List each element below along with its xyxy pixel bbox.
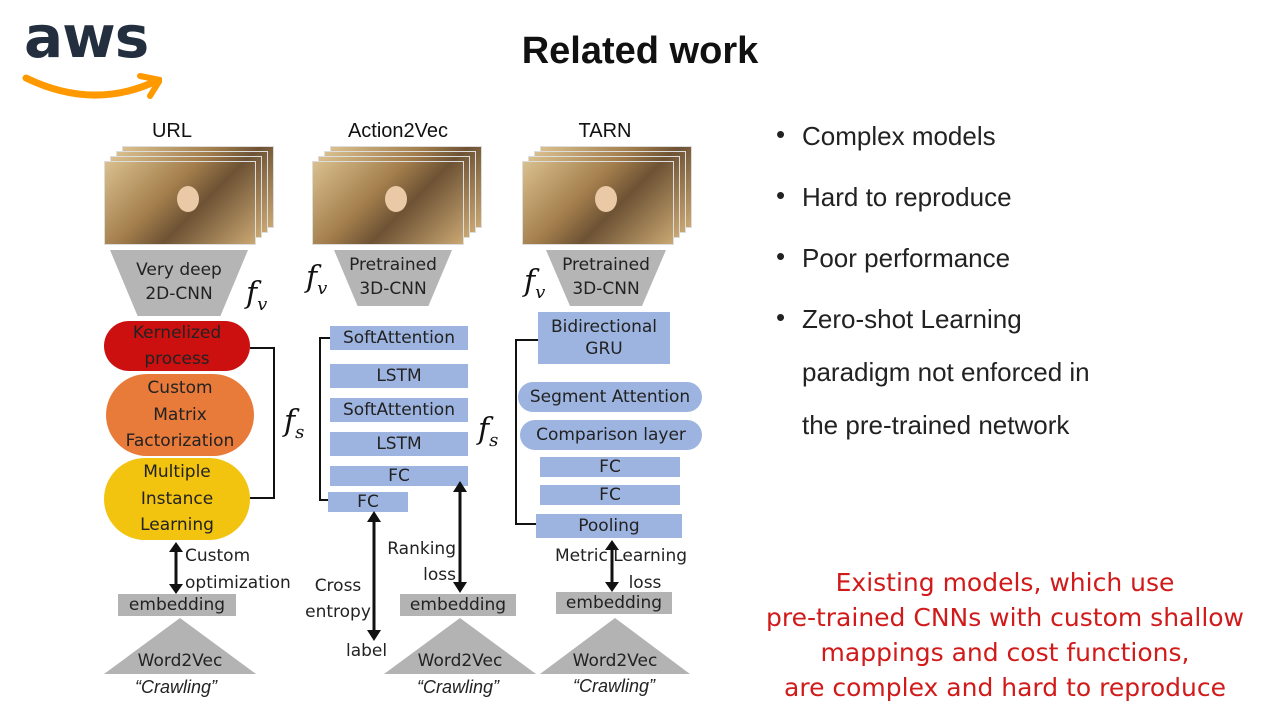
tarn-heading: TARN (578, 120, 632, 142)
kernelized-process-stage: Kernelized process (104, 321, 250, 371)
bullet-text: Poor performance (802, 243, 1011, 273)
action2vec-fc-2: FC (328, 492, 408, 512)
note-line: mappings and cost functions, (820, 638, 1190, 667)
action2vec-cross-entropy-label: Cross entropy (298, 574, 378, 625)
tarn-fs-symbol: fs (478, 412, 499, 451)
slide-title: Related work (521, 30, 759, 72)
tarn-metric-loss-label: Metric Learning loss (546, 543, 696, 597)
url-example-word: “Crawling” (134, 677, 217, 697)
url-loss-arrow (169, 542, 183, 594)
action2vec-ranking-arrow (453, 481, 467, 593)
bullet-text: Hard to reproduce (802, 182, 1012, 212)
url-loss-line2: optimization (185, 573, 291, 594)
tarn-cnn-block: Pretrained 3D-CNN (546, 250, 666, 306)
tarn-metric-arrow (605, 540, 619, 592)
action2vec-ranking-loss-label: Ranking loss (380, 536, 456, 589)
cross-entropy-line1: Cross (314, 576, 362, 596)
url-cnn-block: Very deep 2D-CNN (110, 250, 248, 316)
action2vec-fv-symbol: fv (306, 260, 328, 299)
tarn-video-frames (522, 146, 692, 245)
custom-matrix-factorization-stage: Custom Matrix Factorization (106, 374, 254, 456)
bullet-dot-icon: • (776, 302, 786, 332)
bullet-text: the pre-trained network (802, 410, 1070, 440)
aws-smile-icon (22, 73, 162, 99)
bullet-dot-icon: • (776, 180, 786, 210)
tarn-word2vec: Word2Vec (540, 618, 690, 674)
action2vec-embedding: embedding (400, 594, 516, 616)
action2vec-lstm-1: LSTM (330, 364, 468, 388)
action2vec-cnn-block: Pretrained 3D-CNN (334, 250, 452, 306)
action2vec-softattention-1: SoftAttention (330, 326, 468, 350)
action2vec-softattention-2: SoftAttention (330, 398, 468, 422)
action2vec-example-word: “Crawling” (416, 677, 499, 697)
url-cnn-line2: 2D-CNN (145, 284, 213, 304)
tarn-cnn-line1: Pretrained (562, 255, 650, 276)
tarn-fc-2: FC (540, 485, 680, 505)
tarn-embedding: embedding (556, 592, 672, 614)
action2vec-word2vec: Word2Vec (384, 618, 536, 674)
note-line: are complex and hard to reproduce (784, 673, 1226, 702)
bullet-dot-icon: • (776, 119, 786, 149)
ranking-loss-line2: loss (423, 565, 456, 586)
bullet-dot-icon: • (776, 241, 786, 271)
note-line: Existing models, which use (835, 568, 1175, 597)
bullet-text: Zero-shot Learning (802, 304, 1022, 334)
url-word2vec: Word2Vec (104, 618, 256, 674)
url-video-frames (104, 146, 274, 245)
tarn-segment-attention: Segment Attention (518, 382, 702, 412)
action2vec-label-text: label (346, 641, 388, 661)
note-line: pre-trained CNNs with custom shallow (765, 603, 1245, 632)
bullet-text: paradigm not enforced in (802, 357, 1090, 387)
multiple-instance-learning-stage: Multiple Instance Learning (104, 458, 250, 540)
cross-entropy-line2: entropy (305, 601, 371, 622)
action2vec-lstm-2: LSTM (330, 432, 468, 456)
metric-loss-line2: loss (628, 573, 662, 594)
action2vec-cross-entropy-arrow (367, 511, 381, 641)
action2vec-cnn-line1: Pretrained (349, 255, 437, 276)
tarn-bidirectional-gru: Bidirectional GRU (538, 312, 670, 364)
tarn-comparison-layer: Comparison layer (520, 420, 702, 450)
tarn-fv-symbol: fv (524, 264, 546, 303)
tarn-pooling: Pooling (536, 514, 682, 538)
url-embedding: embedding (118, 594, 236, 616)
url-loss-label: Custom optimization (185, 543, 291, 597)
url-fs-bracket (250, 347, 275, 499)
url-fv-symbol: fv (246, 276, 268, 315)
url-cnn-line1: Very deep (136, 260, 222, 281)
action2vec-fc-1: FC (330, 466, 468, 486)
action2vec-cnn-line2: 3D-CNN (359, 279, 427, 299)
ranking-loss-line1: Ranking (387, 539, 456, 559)
url-heading: URL (151, 120, 192, 142)
metric-loss-line1: Metric Learning (554, 546, 688, 566)
tarn-cnn-line2: 3D-CNN (572, 279, 640, 299)
tarn-fc-1: FC (540, 457, 680, 477)
url-loss-line1: Custom (185, 546, 251, 566)
action2vec-fs-bracket (319, 337, 332, 501)
action2vec-video-frames (312, 146, 482, 245)
bullet-text: Complex models (802, 121, 996, 151)
tarn-example-word: “Crawling” (572, 676, 655, 696)
summary-note: Existing models, which use pre-trained C… (735, 565, 1275, 705)
action2vec-heading: Action2Vec (347, 120, 449, 142)
aws-logo-text: aws (24, 3, 149, 71)
tarn-fs-bracket (515, 339, 538, 525)
url-fs-symbol: fs (284, 404, 305, 443)
